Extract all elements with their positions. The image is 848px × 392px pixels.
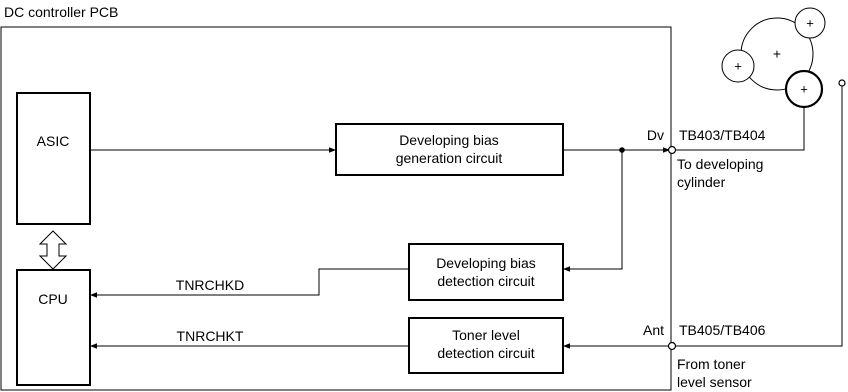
- dev-bias-detection-label-line1: Developing bias: [436, 255, 536, 271]
- main-roller-plus: +: [773, 46, 781, 62]
- dv-terminal-label: Dv: [647, 127, 664, 143]
- toner-level-detection-label-line2: detection circuit: [437, 345, 534, 361]
- tnrchkt-label: TNRCHKT: [177, 328, 244, 344]
- asic-cpu-bus-arrow: [38, 230, 68, 270]
- branch-to-detection-line: [563, 150, 623, 272]
- ant-to-sensor-wire: [676, 86, 843, 347]
- dv-to-cylinder-wire: [676, 107, 805, 151]
- to-developing-line1: To developing: [677, 156, 763, 172]
- pcb-title: DC controller PCB: [4, 4, 118, 20]
- dev-bias-generation-block: Developing bias generation circuit: [335, 123, 564, 176]
- toner-level-detection-label-line1: Toner level: [452, 327, 520, 343]
- developing-cylinder: [784, 69, 824, 109]
- left-roller-plus: +: [734, 58, 742, 73]
- dev-bias-detection-label-line2: detection circuit: [437, 273, 534, 289]
- ant-terminal: [667, 341, 677, 351]
- from-toner-line1: From toner: [677, 356, 746, 372]
- developing-rollers: + + + +: [721, 7, 826, 109]
- dev-bias-generation-label-line2: generation circuit: [396, 150, 503, 166]
- dv-terminal: [667, 145, 677, 155]
- dev-bias-detection-block: Developing bias detection circuit: [408, 243, 564, 301]
- to-developing-line2: cylinder: [677, 174, 726, 190]
- left-roller: [721, 49, 755, 83]
- toner-sensor-terminal: [838, 79, 846, 87]
- cylinder-plus: +: [800, 81, 808, 96]
- asic-block: ASIC: [16, 92, 91, 225]
- tb405-tb406-label: TB405/TB406: [679, 322, 766, 338]
- ant-terminal-label: Ant: [643, 322, 664, 338]
- top-right-roller: [794, 7, 826, 39]
- asic-label: ASIC: [37, 133, 70, 149]
- tnrchkd-label: TNRCHKD: [176, 277, 244, 293]
- tnrchkd-signal-line: [90, 268, 409, 298]
- cpu-label: CPU: [38, 291, 68, 307]
- top-right-roller-plus: +: [806, 15, 814, 30]
- from-toner-line2: level sensor: [677, 374, 752, 390]
- dev-bias-generation-label-line1: Developing bias: [399, 132, 499, 148]
- toner-level-detection-block: Toner level detection circuit: [408, 317, 564, 374]
- pcb-outline: [0, 26, 672, 391]
- tb403-tb404-label: TB403/TB404: [679, 127, 766, 143]
- cpu-block: CPU: [16, 269, 91, 386]
